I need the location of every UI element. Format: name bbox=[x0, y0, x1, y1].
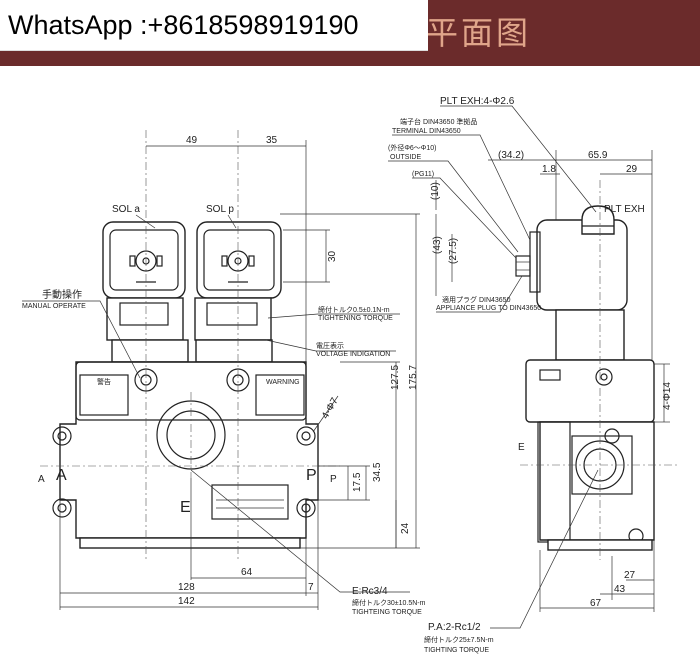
dim-30: 30 bbox=[327, 250, 338, 262]
e-port-torque-en: TIGHTEING TORQUE bbox=[352, 609, 422, 616]
terminal-en: TERMINAL DIN43650 bbox=[392, 128, 461, 135]
solenoid-coil-a bbox=[102, 221, 186, 341]
dim-142: 142 bbox=[178, 596, 195, 607]
warning-plate-right bbox=[255, 374, 305, 416]
header-bar: 平面图 WhatsApp :+8618598919190 bbox=[0, 0, 700, 66]
manual-operate-en: MANUAL OPERATE bbox=[22, 303, 86, 310]
dim-64: 64 bbox=[241, 567, 253, 578]
port-p-label: P bbox=[306, 467, 317, 484]
dim-17-5: 17.5 bbox=[352, 472, 363, 492]
dim-43b: 43 bbox=[614, 584, 626, 595]
dim-29: 29 bbox=[626, 164, 638, 175]
voltage-en: VOLTAGE INDIGATION bbox=[316, 351, 390, 358]
port-a-label: A bbox=[56, 467, 67, 484]
warning-label-jp: 警告 bbox=[97, 377, 111, 386]
whatsapp-watermark: WhatsApp :+8618598919190 bbox=[8, 10, 359, 40]
pg11-label: (PG11) bbox=[412, 171, 434, 178]
front-view: 警告 WARNING A P E A P SOL a SOL p bbox=[22, 130, 426, 616]
side-view: PLT EXH:4-Φ2.6 端子台 DIN43650 準拠品 TERMINAL… bbox=[388, 96, 680, 654]
dim-43: (43) bbox=[432, 236, 443, 254]
side-a-label: A bbox=[38, 474, 45, 485]
manual-operate-jp: 手動操作 bbox=[42, 288, 82, 301]
pa-port-spec: P.A:2-Rc1/2 bbox=[428, 622, 481, 633]
dim-175-7: 175.7 bbox=[408, 365, 419, 390]
page-title: 平面图 bbox=[426, 14, 532, 52]
dim-1-8: 1.8 bbox=[542, 164, 556, 175]
pa-torque-jp: 締付トルク25±7.5N-m bbox=[424, 635, 494, 644]
coil-torque-jp: 締付トルク0.5±0.1N-m bbox=[318, 305, 390, 314]
dim-67: 67 bbox=[590, 598, 602, 609]
coil-torque-en: TIGHTENING TORQUE bbox=[318, 315, 393, 322]
dim-7: 7 bbox=[308, 582, 314, 593]
technical-drawing: 警告 WARNING A P E A P SOL a SOL p bbox=[22, 96, 680, 654]
outside-en: OUTSIDE bbox=[390, 154, 421, 161]
dim-35: 35 bbox=[266, 135, 278, 146]
e-port-spec: E:Rc3/4 bbox=[352, 586, 388, 597]
plt-exh-hole: PLT EXH:4-Φ2.6 bbox=[440, 96, 515, 107]
dim-128: 128 bbox=[178, 582, 195, 593]
warning-plate-left bbox=[79, 374, 129, 416]
terminal-jp: 端子台 DIN43650 準拠品 bbox=[400, 117, 477, 126]
voltage-jp: 電圧表示 bbox=[316, 341, 344, 350]
plug-jp: 適用プラグ DIN43650 bbox=[442, 295, 511, 304]
nameplate bbox=[211, 484, 289, 520]
sol-p-label: SOL p bbox=[206, 204, 234, 215]
dim-34-5: 34.5 bbox=[372, 462, 383, 482]
dim-4-phi14: 4-Φ14 bbox=[662, 382, 673, 410]
dim-27-5: (27.5) bbox=[448, 238, 459, 264]
dim-34-2: (34.2) bbox=[498, 150, 524, 161]
side-port-e: E bbox=[518, 442, 525, 453]
pa-torque-en: TIGHTING TORQUE bbox=[424, 647, 489, 654]
dim-27: 27 bbox=[624, 570, 636, 581]
watermark-box: WhatsApp :+8618598919190 bbox=[0, 0, 428, 51]
dim-127-5: 127.5 bbox=[390, 365, 401, 390]
port-e-label: E bbox=[180, 499, 191, 516]
dim-65-9: 65.9 bbox=[588, 150, 608, 161]
dim-10: (10) bbox=[430, 182, 441, 200]
warning-label-en: WARNING bbox=[266, 379, 300, 386]
solenoid-coil-p bbox=[194, 221, 282, 341]
e-port-torque-jp: 締付トルク30±10.5N-m bbox=[352, 598, 426, 607]
plt-exh-label: PLT EXH bbox=[604, 204, 645, 215]
dim-49: 49 bbox=[186, 135, 198, 146]
sol-a-label: SOL a bbox=[112, 204, 140, 215]
outside-jp: (外径Φ6～Φ10) bbox=[388, 143, 437, 152]
dim-24: 24 bbox=[400, 522, 411, 534]
plug-en: APPLIANCE PLUG TO DIN43650 bbox=[436, 305, 541, 312]
side-p-label: P bbox=[330, 474, 337, 485]
